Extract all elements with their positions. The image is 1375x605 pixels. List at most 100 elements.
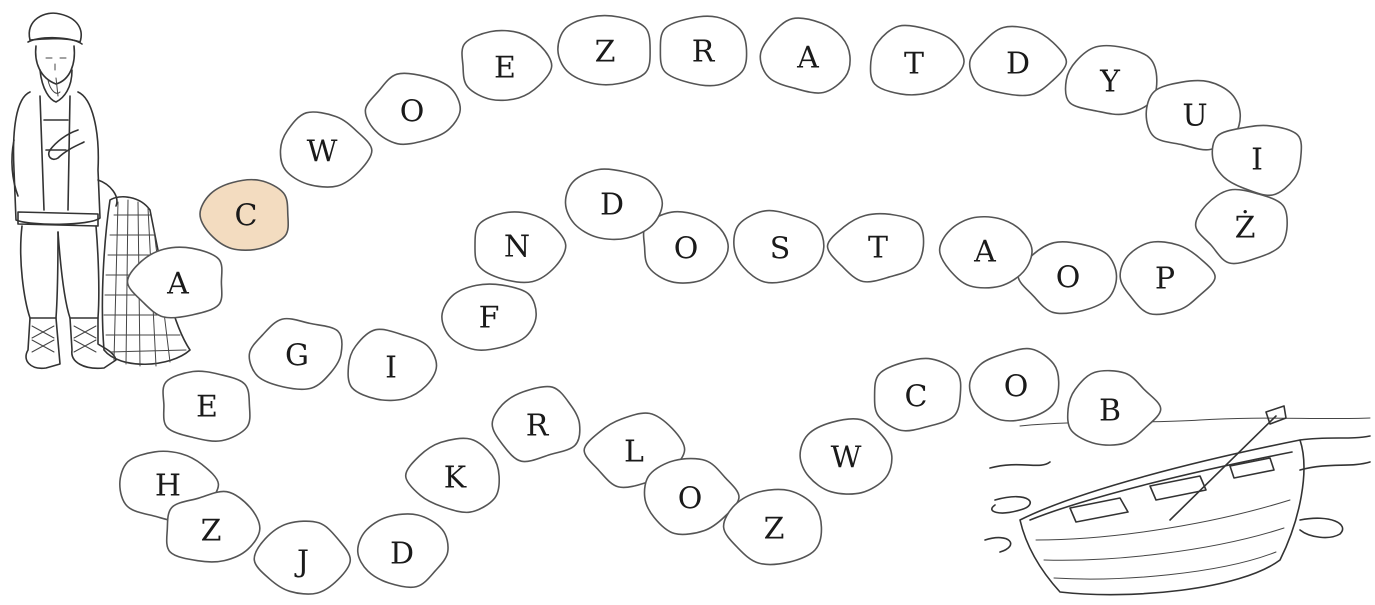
- stone-letter: R: [692, 35, 716, 70]
- stone-letter: Y: [1099, 65, 1121, 100]
- stone-shape: [248, 317, 343, 391]
- stone-letter: O: [1004, 370, 1029, 405]
- stone-shape: [642, 210, 729, 284]
- stone-letter: W: [307, 135, 338, 170]
- stone-shape: [826, 212, 925, 283]
- stone-shape: [659, 15, 748, 87]
- letter-stone[interactable]: N: [474, 211, 567, 284]
- stone-shape: [253, 520, 352, 595]
- letter-stone[interactable]: O: [968, 347, 1060, 422]
- letter-stone[interactable]: E: [461, 29, 553, 102]
- letter-stone[interactable]: E: [162, 370, 251, 442]
- stone-shape: [491, 385, 581, 463]
- fisherman-illustration: [11, 12, 191, 370]
- stone-letter: Z: [201, 514, 222, 549]
- stone-shape: [165, 490, 261, 563]
- rowboat-illustration: [984, 405, 1371, 596]
- stone-letter: C: [905, 380, 928, 415]
- stone-letter: P: [1155, 262, 1175, 297]
- letter-stone[interactable]: O: [642, 210, 729, 284]
- stone-letter: I: [385, 351, 397, 386]
- stone-letter: S: [770, 232, 791, 267]
- stone-letter: I: [1251, 143, 1263, 178]
- stone-shape: [1211, 124, 1303, 197]
- stone-letter: A: [166, 267, 189, 302]
- letter-stone[interactable]: G: [248, 317, 343, 391]
- stone-shape: [162, 370, 251, 442]
- letter-stone[interactable]: R: [659, 15, 748, 87]
- stone-letter: B: [1099, 394, 1121, 429]
- letter-stone[interactable]: D: [564, 168, 664, 241]
- stone-letter: K: [444, 461, 467, 496]
- stone-shape: [1194, 188, 1288, 265]
- letter-stone[interactable]: J: [253, 520, 352, 595]
- stone-letter: W: [831, 441, 862, 476]
- letter-stone[interactable]: Y: [1064, 44, 1158, 116]
- stone-letter: D: [1006, 47, 1030, 82]
- letter-stone[interactable]: B: [1066, 369, 1162, 446]
- stone-letter: D: [390, 537, 414, 572]
- stone-shape: [404, 437, 501, 514]
- stone-letter: A: [796, 41, 819, 76]
- stone-shape: [722, 488, 823, 566]
- stone-shape: [557, 14, 651, 86]
- letter-stone[interactable]: I: [347, 328, 438, 402]
- stone-letter: A: [973, 235, 996, 270]
- stone-shape: [126, 246, 223, 319]
- letter-stone[interactable]: A: [126, 246, 223, 319]
- stone-shape: [347, 328, 438, 402]
- letter-stone[interactable]: Ż: [1194, 188, 1288, 265]
- stone-letter: N: [504, 230, 530, 265]
- stone-shape: [364, 72, 462, 146]
- stone-letter: E: [494, 51, 516, 86]
- stone-letter: O: [1056, 261, 1081, 296]
- letter-stone[interactable]: O: [1017, 241, 1118, 315]
- stone-letter: O: [678, 482, 703, 517]
- stone-letter: L: [624, 435, 644, 470]
- letter-stone[interactable]: F: [441, 283, 537, 351]
- stone-shape: [968, 347, 1060, 422]
- stone-letter: Z: [764, 512, 785, 547]
- letter-stone[interactable]: Z: [557, 14, 651, 86]
- stone-shape: [873, 357, 962, 432]
- letter-stone[interactable]: C: [873, 357, 962, 432]
- stone-shape: [474, 211, 567, 284]
- letter-stone[interactable]: O: [643, 457, 740, 536]
- letter-stone[interactable]: Z: [722, 488, 823, 566]
- letter-stone[interactable]: C: [199, 178, 290, 251]
- letter-stone[interactable]: T: [869, 24, 965, 96]
- stone-shape: [759, 17, 851, 94]
- letter-stone[interactable]: R: [491, 385, 581, 463]
- letter-stone[interactable]: W: [799, 418, 893, 495]
- stone-letter: C: [235, 199, 258, 234]
- stone-letter: O: [674, 232, 699, 267]
- stone-shape: [279, 111, 373, 188]
- highlighted-stone-shape: [199, 178, 290, 251]
- letter-stone[interactable]: I: [1211, 124, 1303, 197]
- letter-stone[interactable]: A: [759, 17, 851, 94]
- stone-letter: F: [479, 301, 500, 336]
- letter-stone[interactable]: O: [364, 72, 462, 146]
- letter-stone[interactable]: D: [356, 513, 449, 589]
- letter-stone[interactable]: A: [938, 215, 1033, 289]
- letter-stone[interactable]: K: [404, 437, 501, 514]
- stone-shape: [733, 209, 825, 284]
- stone-letter: U: [1182, 99, 1207, 134]
- stone-letter: G: [285, 339, 309, 374]
- letter-stone[interactable]: S: [733, 209, 825, 284]
- letter-stone[interactable]: Z: [165, 490, 261, 563]
- stone-shape: [643, 457, 740, 536]
- letter-stone[interactable]: D: [968, 25, 1068, 97]
- stone-shape: [799, 418, 893, 495]
- stone-letter: H: [155, 469, 181, 504]
- stone-shape: [1066, 369, 1162, 446]
- letter-stone[interactable]: W: [279, 111, 373, 188]
- stone-letter: D: [600, 188, 624, 223]
- stone-shape: [356, 513, 449, 589]
- stone-letter: E: [196, 390, 218, 425]
- stone-letter: Ż: [1235, 210, 1256, 246]
- letter-stone[interactable]: P: [1119, 240, 1216, 316]
- letter-stone[interactable]: T: [826, 212, 925, 283]
